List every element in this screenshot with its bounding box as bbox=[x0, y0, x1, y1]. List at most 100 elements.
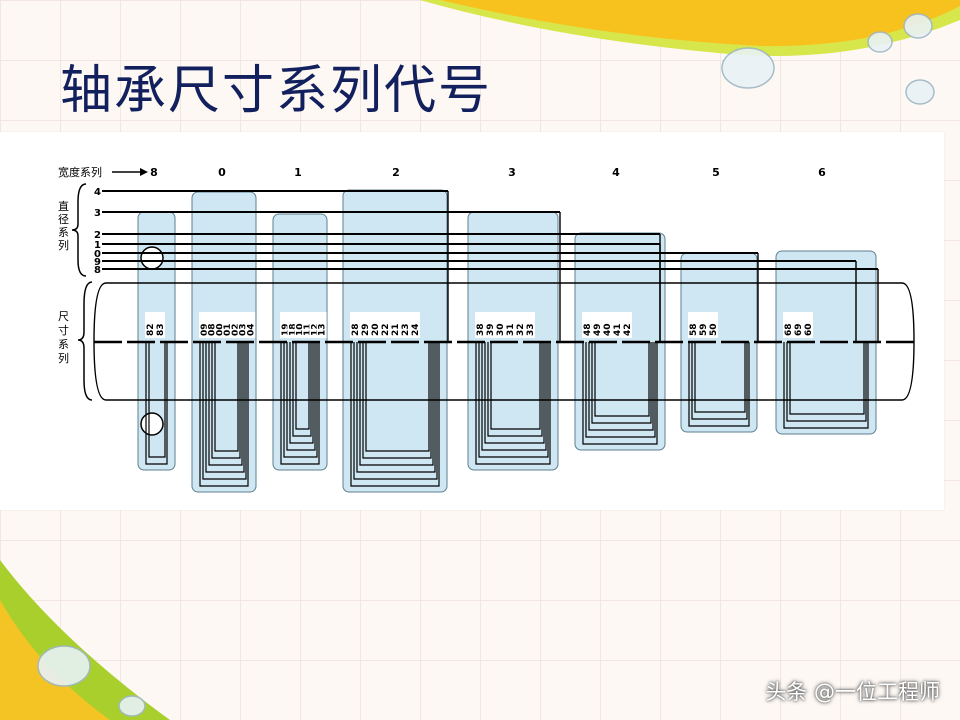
width-series-value: 1 bbox=[294, 166, 302, 179]
dimension-series-code: 22 bbox=[381, 323, 391, 336]
code-backdrop bbox=[390, 312, 400, 338]
dimension-series-code: 31 bbox=[506, 323, 516, 336]
dimension-series-code: 42 bbox=[623, 323, 633, 336]
code-backdrop bbox=[515, 312, 525, 338]
dimension-loop-line bbox=[691, 342, 748, 420]
bottom-left-yellow-swoosh bbox=[0, 600, 110, 720]
width-series-value: 6 bbox=[818, 166, 826, 179]
dimension-series-code: 60 bbox=[804, 323, 814, 336]
code-backdrop bbox=[485, 312, 495, 338]
width-series-value: 8 bbox=[150, 166, 158, 179]
dimension-series-code: 33 bbox=[526, 323, 536, 336]
dimension-loop-line bbox=[688, 342, 750, 427]
code-backdrop bbox=[592, 312, 602, 338]
dimension-loop-line bbox=[353, 342, 438, 480]
dimension-series-code: 68 bbox=[784, 323, 794, 336]
dimension-series-code: 00 bbox=[215, 323, 225, 336]
dimension-series-label-char: 寸 bbox=[58, 323, 69, 337]
dimension-loop-line bbox=[205, 342, 245, 473]
dimension-loop-line bbox=[350, 342, 440, 487]
dimension-series-code: 18 bbox=[288, 323, 298, 336]
dimension-loop-line bbox=[286, 342, 316, 451]
code-backdrop bbox=[803, 312, 813, 338]
diameter-series-label-char: 径 bbox=[58, 213, 69, 226]
code-backdrop bbox=[475, 312, 485, 338]
diameter-series-value: 1 bbox=[94, 240, 101, 251]
width-series-label: 宽度系列 bbox=[58, 165, 102, 179]
code-backdrop bbox=[294, 312, 305, 338]
dimension-loop-line bbox=[475, 342, 551, 465]
dimension-series-code: 24 bbox=[411, 323, 421, 336]
diameter-series-label-char: 列 bbox=[58, 238, 69, 252]
dimension-series-code: 40 bbox=[603, 323, 613, 336]
dimension-loop-line bbox=[280, 342, 320, 465]
dimension-loop-line bbox=[283, 342, 318, 458]
dimension-series-code: 29 bbox=[361, 323, 371, 336]
diameter-series-label-char: 直 bbox=[58, 199, 69, 213]
dimension-loop-line bbox=[588, 342, 654, 431]
dimension-series-code: 82 bbox=[146, 323, 156, 336]
water-drop-icon bbox=[37, 13, 935, 717]
code-backdrop bbox=[350, 312, 360, 338]
code-backdrop bbox=[793, 312, 803, 338]
dimension-series-code: 59 bbox=[699, 323, 709, 336]
code-backdrop bbox=[612, 312, 622, 338]
dimension-loop-line bbox=[359, 342, 434, 466]
dimension-loop-line bbox=[786, 342, 867, 422]
code-backdrop bbox=[280, 312, 290, 338]
dimension-loop-line bbox=[211, 342, 241, 459]
page-title: 轴承尺寸系列代号 bbox=[60, 61, 493, 121]
watermark: 头条 @一位工程师 bbox=[765, 680, 940, 704]
dimension-series-code: 30 bbox=[496, 323, 506, 336]
dimension-series-code: 01 bbox=[223, 323, 233, 336]
dimension-series-label-char: 系 bbox=[58, 338, 69, 351]
dimension-series-code: 21 bbox=[391, 323, 401, 336]
dimension-series-code: 08 bbox=[208, 323, 218, 336]
dimension-loop-line bbox=[199, 342, 249, 487]
code-backdrop bbox=[525, 312, 535, 338]
code-backdrop bbox=[206, 312, 217, 338]
diameter-series-value: 4 bbox=[94, 187, 101, 198]
dimension-series-code: 49 bbox=[593, 323, 603, 336]
dimension-series-code: 50 bbox=[709, 323, 719, 336]
dimension-series-code: 41 bbox=[613, 323, 623, 336]
code-backdrop bbox=[316, 312, 327, 338]
arrow-head-icon bbox=[140, 168, 148, 176]
dimension-loop-line bbox=[362, 342, 432, 459]
code-backdrop bbox=[214, 312, 225, 338]
dimension-series-code: 32 bbox=[516, 323, 526, 336]
code-backdrop bbox=[245, 312, 256, 338]
code-backdrop bbox=[698, 312, 708, 338]
dimension-loop-line bbox=[487, 342, 543, 437]
dimension-series-code: 38 bbox=[476, 323, 486, 336]
width-series-value: 3 bbox=[508, 166, 516, 179]
width-series-value: 0 bbox=[218, 166, 226, 179]
dimension-loop-line bbox=[490, 342, 541, 430]
code-backdrop bbox=[400, 312, 410, 338]
code-backdrop bbox=[410, 312, 420, 338]
dimension-series-code: 48 bbox=[583, 323, 593, 336]
dimension-series-code: 83 bbox=[156, 323, 166, 336]
dimension-series-label-char: 尺 bbox=[58, 310, 69, 323]
width-series-value: 4 bbox=[612, 166, 620, 179]
dimension-loop-line bbox=[594, 342, 650, 417]
dimension-series-code: 10 bbox=[296, 323, 306, 336]
diameter-series-value: 3 bbox=[94, 208, 101, 219]
code-backdrop bbox=[708, 312, 718, 338]
width-series-value: 2 bbox=[392, 166, 400, 179]
code-backdrop bbox=[783, 312, 793, 338]
dimension-loop-line bbox=[582, 342, 658, 445]
dimension-series-code: 04 bbox=[246, 323, 256, 336]
code-backdrop bbox=[495, 312, 505, 338]
dimension-series-code: 20 bbox=[371, 323, 381, 336]
dimension-loop-line bbox=[148, 342, 166, 458]
code-backdrop bbox=[237, 312, 248, 338]
diameter-series-value: 9 bbox=[94, 257, 101, 268]
diameter-series-label-char: 系 bbox=[58, 226, 69, 239]
dimension-loop-line bbox=[591, 342, 652, 424]
dimension-loop-line bbox=[783, 342, 869, 429]
code-backdrop bbox=[145, 312, 155, 338]
code-backdrop bbox=[222, 312, 233, 338]
